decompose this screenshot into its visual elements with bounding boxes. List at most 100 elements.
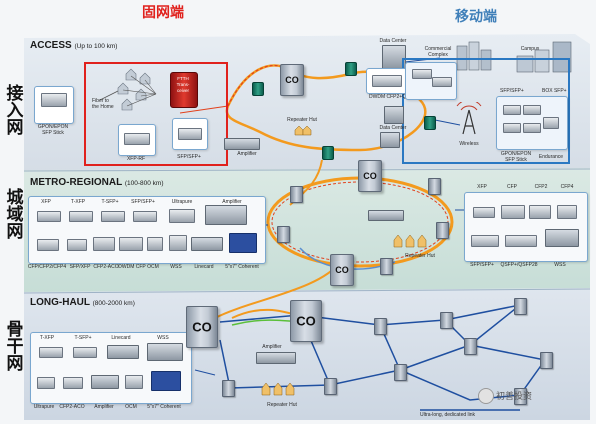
metro-label: T-SFP+	[101, 199, 119, 205]
band-title-text: LONG-HAUL	[30, 297, 90, 308]
co-label: CO	[296, 313, 316, 329]
linecard-icon	[107, 345, 139, 359]
gpon-stick-label: GPON/EPON SFP Stick	[37, 124, 69, 136]
band-title-text: ACCESS	[30, 40, 72, 51]
longhaul-amplifier-rack-icon	[256, 352, 296, 364]
longhaul-label: CFP2-ACO	[59, 404, 85, 410]
data-center-icon	[380, 132, 400, 148]
transceiver-icon	[101, 211, 125, 222]
transceiver-icon	[37, 377, 55, 389]
campus-icon	[516, 41, 572, 73]
fiber-home-label: Fiber to the Home	[92, 98, 114, 110]
metro-label: SFP/XFP	[69, 264, 91, 270]
co-label: CO	[285, 75, 299, 85]
longhaul-label: OCM	[125, 404, 137, 410]
repeater-hut-icon	[261, 382, 295, 396]
transceiver-icon	[169, 209, 195, 223]
sfp-tile-left	[172, 118, 208, 150]
access-fiber-ring	[227, 65, 291, 107]
transceiver-icon	[73, 347, 97, 358]
link-line	[179, 105, 229, 114]
side-label-metro: 城域网	[0, 188, 24, 244]
longhaul-label: Ultrapure	[33, 404, 55, 410]
metro-label: WSS	[554, 262, 566, 268]
network-node-icon	[374, 318, 387, 335]
longhaul-label: T-XFP	[39, 335, 55, 341]
amplifier-icon	[345, 62, 357, 76]
amplifier-icon	[322, 146, 334, 160]
band-range: (100-800 km)	[124, 180, 164, 187]
network-node-icon	[380, 258, 393, 275]
transceiver-icon	[93, 237, 115, 251]
transceiver-icon	[41, 93, 67, 107]
longhaul-label: Amplifier	[94, 404, 114, 410]
band-title-text: METRO-REGIONAL	[30, 177, 123, 188]
longhaul-label: WSS	[157, 335, 169, 341]
transceiver-icon	[523, 123, 541, 133]
link-line	[99, 89, 121, 101]
dwdm-tile	[366, 68, 408, 94]
amplifier-module-icon	[91, 375, 119, 389]
band-divider	[23, 168, 591, 172]
metro-right-component-tile	[464, 192, 588, 262]
gpon-right-label: GPON/EPON SFP Stick	[500, 151, 532, 163]
transceiver-icon	[178, 128, 202, 140]
coherent-module-icon	[151, 371, 181, 391]
transceiver-icon	[503, 123, 521, 133]
metro-co-building: CO	[358, 160, 382, 192]
longhaul-repeater-label: Repeater Hut	[267, 402, 297, 408]
amplifier-icon	[252, 82, 264, 96]
transceiver-icon	[505, 235, 537, 247]
metro-label: DWDM CFP	[118, 264, 146, 270]
wireless-label: Wireless	[459, 141, 479, 147]
longhaul-label: Linecard	[111, 335, 131, 341]
network-node-icon	[540, 352, 553, 369]
longhaul-label: T-SFP+	[74, 335, 92, 341]
transceiver-icon	[529, 205, 551, 219]
transceiver-icon	[119, 237, 143, 251]
commercial-complex-label: Commercial Complex	[424, 46, 452, 58]
transceiver-icon	[372, 75, 402, 87]
box-sfp-label: BOX SFP+	[542, 88, 567, 94]
linecard-icon	[191, 237, 223, 251]
metro-label: CFP4	[560, 184, 574, 190]
transceiver-icon	[503, 105, 521, 115]
ultra-long-link-label: Ultra-long, dedicated link	[420, 412, 476, 418]
transceiver-icon	[432, 77, 452, 87]
transceiver-icon	[69, 211, 93, 222]
metro-label: WSS	[170, 264, 182, 270]
metro-co-building: CO	[330, 254, 354, 286]
link-line	[194, 369, 216, 376]
mobile-sfp-cluster	[405, 62, 457, 100]
amplifier-module-icon	[205, 205, 247, 225]
metro-left-component-tile	[28, 196, 266, 264]
repeater-hut-icon	[393, 234, 427, 248]
side-label-text: 接入网	[2, 84, 23, 135]
amplifier-icon	[424, 116, 436, 130]
metro-label: CFP2	[534, 184, 548, 190]
longhaul-co-building: CO	[186, 306, 218, 348]
network-node-icon	[514, 298, 527, 315]
co-label: CO	[363, 171, 377, 181]
transceiver-icon	[37, 211, 61, 222]
ftth-label: FTTH Trans- ceiver	[176, 76, 190, 93]
amplifier-rack-icon	[224, 138, 260, 150]
metro-label: T-XFP	[70, 199, 86, 205]
network-node-icon	[514, 388, 527, 405]
metro-label: QSFP+/QSFP28	[500, 262, 538, 268]
sfp-right-label: SFP/SFP+	[500, 88, 524, 94]
transceiver-icon	[557, 205, 577, 219]
network-node-icon	[464, 338, 477, 355]
amplifier-label: Amplifier	[237, 151, 257, 157]
transceiver-icon	[501, 205, 525, 219]
data-center-icon	[384, 106, 404, 124]
fixed-network-header: 固网端	[142, 5, 184, 21]
transceiver-icon	[412, 69, 432, 79]
transceiver-icon	[169, 235, 187, 251]
wss-module-icon	[147, 343, 183, 361]
metro-label: CFP2-ACO	[93, 264, 119, 270]
side-label-text: 城域网	[2, 188, 23, 239]
mobile-network-header: 移动端	[455, 9, 497, 25]
gpon-stick-tile	[34, 86, 74, 124]
